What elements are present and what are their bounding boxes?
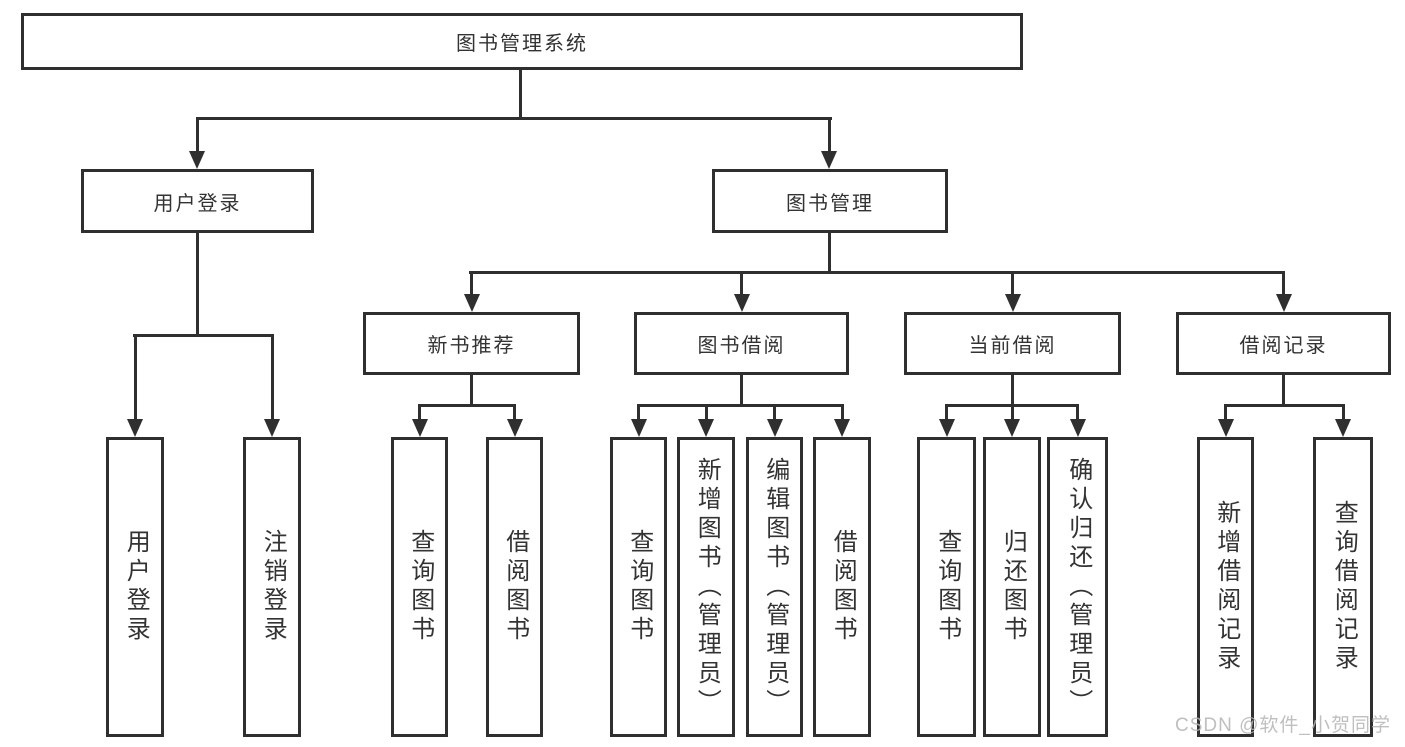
leaf-label: 用户登录: [122, 529, 150, 645]
leaf-label: 借阅图书: [501, 529, 529, 645]
leaf-br-add-record: 新增借阅记录: [1197, 437, 1254, 737]
leaf-logout: 注销登录: [243, 437, 301, 737]
arrowhead-br-query: [1335, 419, 1351, 437]
node-borrow-record: 借阅记录: [1176, 312, 1391, 375]
connector-to-leaf-login: [133, 334, 137, 419]
connector-to-borrow-record: [1282, 271, 1285, 294]
leaf-cb-query-book: 查询图书: [917, 437, 976, 737]
node-user-login: 用户登录: [81, 169, 314, 233]
connector-to-bb-add: [704, 404, 708, 419]
node-label: 图书管理: [786, 192, 874, 215]
node-label: 当前借阅: [968, 335, 1057, 357]
connector-to-book-borrow: [740, 271, 743, 294]
leaf-label: 归还图书: [999, 529, 1027, 645]
node-label: 新书推荐: [427, 335, 516, 357]
connector-to-leaf-logout: [270, 334, 274, 419]
connector-to-bb-query: [637, 404, 640, 419]
connector-to-rec-borrow: [513, 404, 516, 419]
leaf-label: 查询图书: [933, 529, 961, 645]
leaf-user-login: 用户登录: [106, 437, 164, 737]
connector-new-book-rec-horizontal: [418, 404, 516, 407]
connector-level3-horizontal: [469, 271, 1285, 274]
arrowhead-leaf-logout: [264, 419, 280, 437]
connector-current-borrow-stem: [1011, 375, 1014, 407]
connector-borrow-record-horizontal: [1224, 404, 1345, 407]
connector-book-mgmt-stem: [828, 233, 831, 274]
connector-new-book-rec-stem: [470, 375, 473, 407]
leaf-label: 新增借阅记录: [1212, 500, 1240, 674]
leaf-bb-borrow-book: 借阅图书: [813, 437, 871, 737]
leaf-rec-query-book: 查询图书: [391, 437, 448, 737]
connector-book-borrow-horizontal: [637, 404, 844, 407]
connector-to-cb-query: [945, 404, 948, 419]
leaf-rec-borrow-book: 借阅图书: [486, 437, 543, 737]
arrowhead-borrow-record: [1275, 294, 1292, 312]
node-book-borrow: 图书借阅: [634, 312, 849, 375]
csdn-watermark: CSDN @软件_小贺同学: [1175, 715, 1391, 736]
arrowhead-rec-borrow: [506, 419, 523, 437]
leaf-cb-confirm-return: 确认归还（管理员）: [1047, 437, 1108, 737]
arrowhead-cb-return: [1004, 419, 1020, 437]
arrowhead-book-borrow: [733, 294, 750, 312]
node-label: 图书借阅: [697, 335, 786, 357]
connector-book-borrow-stem: [740, 375, 743, 407]
connector-to-bb-edit: [773, 404, 776, 419]
connector-to-book-mgmt: [828, 117, 831, 151]
leaf-label: 注销登录: [259, 529, 287, 645]
connector-to-new-book-rec: [470, 271, 473, 294]
connector-to-user-login: [196, 117, 199, 151]
leaf-bb-add-book: 新增图书（管理员）: [677, 437, 735, 737]
arrowhead-user-login: [189, 151, 205, 169]
arrowhead-bb-borrow: [834, 419, 850, 437]
leaf-br-query-record: 查询借阅记录: [1313, 437, 1373, 737]
connector-user-login-horizontal: [133, 334, 274, 337]
connector-to-cb-return: [1010, 404, 1014, 419]
leaf-label: 查询图书: [406, 529, 434, 645]
arrowhead-new-book-rec: [463, 294, 480, 312]
connector-borrow-record-stem: [1282, 375, 1285, 407]
arrowhead-current-borrow: [1004, 294, 1021, 312]
leaf-bb-query-book: 查询图书: [610, 437, 667, 737]
node-label: 图书管理系统: [456, 33, 588, 55]
node-book-mgmt: 图书管理: [712, 169, 948, 233]
leaf-label: 新增图书（管理员）: [693, 456, 721, 718]
leaf-label: 编辑图书（管理员）: [761, 456, 789, 718]
connector-root-stem: [519, 70, 522, 117]
leaf-bb-edit-book: 编辑图书（管理员）: [746, 437, 803, 737]
arrowhead-cb-confirm: [1069, 419, 1086, 437]
node-new-book-rec: 新书推荐: [363, 312, 580, 375]
connector-to-cb-confirm: [1076, 404, 1079, 419]
arrowhead-cb-query: [938, 419, 955, 437]
node-label: 借阅记录: [1239, 335, 1328, 357]
leaf-label: 查询借阅记录: [1330, 500, 1358, 674]
node-current-borrow: 当前借阅: [904, 312, 1121, 375]
connector-to-rec-query: [418, 404, 421, 419]
arrowhead-leaf-login: [127, 419, 143, 437]
leaf-label: 确认归还（管理员）: [1064, 456, 1092, 718]
leaf-label: 借阅图书: [829, 529, 857, 645]
node-library-management-system: 图书管理系统: [21, 13, 1023, 70]
arrowhead-br-add: [1217, 419, 1234, 437]
connector-to-current-borrow: [1011, 271, 1014, 294]
arrowhead-bb-add: [698, 419, 714, 437]
connector-to-br-query: [1341, 404, 1345, 419]
arrowhead-bb-edit: [766, 419, 783, 437]
node-label: 用户登录: [153, 192, 242, 215]
connector-user-login-stem: [196, 233, 199, 337]
connector-to-bb-borrow: [840, 404, 844, 419]
arrowhead-bb-query: [630, 419, 647, 437]
arrowhead-rec-query: [411, 419, 428, 437]
leaf-label: 查询图书: [625, 529, 653, 645]
connector-to-br-add: [1224, 404, 1227, 419]
connector-level1-horizontal: [196, 117, 832, 120]
leaf-cb-return-book: 归还图书: [983, 437, 1041, 737]
arrowhead-book-mgmt: [821, 151, 837, 169]
